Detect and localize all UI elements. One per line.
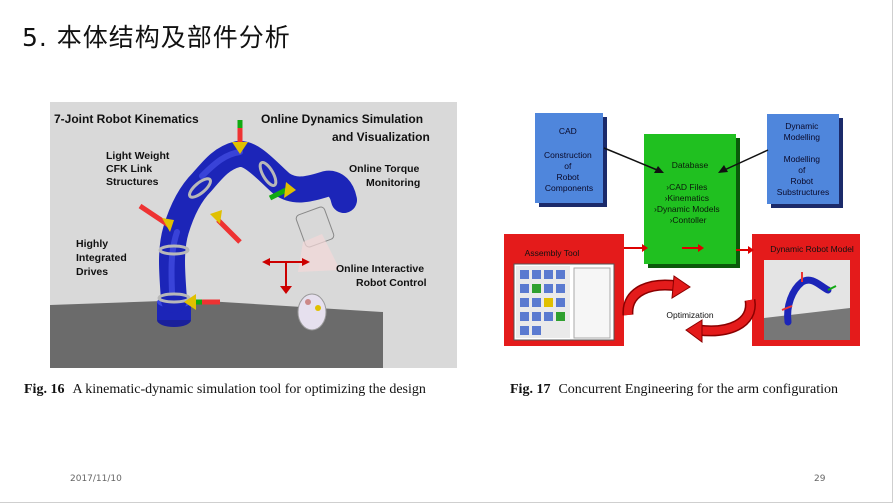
tool-object (297, 293, 327, 331)
floor-shape (50, 300, 383, 368)
db-item-3: ›Dynamic Models (654, 204, 720, 214)
label-drives-1: Highly (76, 238, 108, 250)
slide-title: 5. 本体结构及部件分析 (22, 23, 291, 52)
dyn-line-3: Modelling (784, 154, 821, 164)
dyn-line-2: Modelling (784, 132, 821, 142)
label-dynamics-1: Online Dynamics Simulation (261, 112, 423, 126)
coordinate-frame-elbow (210, 210, 242, 244)
cad-line-2: Construction (544, 150, 592, 160)
label-control-1: Online Interactive (336, 263, 424, 275)
fig17-caption-number: Fig. 17 (510, 382, 551, 397)
assembly-tool-box: Assembly Tool (504, 234, 624, 346)
assembly-tool-label: Assembly Tool (525, 248, 580, 258)
label-dynamics-2: and Visualization (332, 130, 430, 144)
fig17-caption: Fig. 17 Concurrent Engineering for the ar… (510, 382, 838, 398)
optimization-label: Optimization (666, 310, 714, 320)
svg-text:CAD Construction o: CAD Construction of Robot Components (544, 126, 594, 193)
fig16-image: 7-Joint Robot Kinematics Online Dynamics… (50, 102, 457, 368)
label-light-weight-2: CFK Link (106, 163, 152, 175)
dyn-line-6: Substructures (777, 187, 829, 197)
cad-line-4: Robot (556, 172, 579, 182)
label-control-2: Robot Control (356, 277, 427, 289)
fig16-caption: Fig. 16 A kinematic-dynamic simulation to… (24, 382, 426, 398)
label-light-weight-1: Light Weight (106, 150, 170, 162)
db-item-2: ›Kinematics (665, 193, 709, 203)
database-box: Database ›CAD Files ›Kinematics ›Dynamic… (644, 134, 740, 268)
label-light-weight-3: Structures (106, 176, 159, 188)
cad-line-1: CAD (559, 126, 577, 136)
cad-line-3: of (564, 161, 572, 171)
dyn-line-1: Dynamic (785, 121, 819, 131)
coordinate-frame-base (184, 294, 220, 310)
db-item-1: ›CAD Files (666, 182, 707, 192)
database-title: Database (672, 160, 709, 170)
fig16-caption-text: A kinematic-dynamic simulation tool for … (72, 382, 426, 397)
coordinate-frame-link (138, 203, 174, 232)
coordinate-frame-top (232, 120, 248, 154)
label-drives-2: Integrated (76, 252, 127, 264)
dynamic-robot-model-label: Dynamic Robot Model (770, 244, 854, 254)
target-frame (262, 258, 310, 294)
slide-page-number: 29 (814, 474, 826, 484)
label-torque-1: Online Torque (349, 163, 420, 175)
dynamic-robot-model-box: Dynamic Robot Model (752, 234, 860, 346)
slide-date: 2017/11/10 (70, 474, 122, 484)
optimization-cycle: Optimization (622, 275, 756, 343)
label-torque-2: Monitoring (366, 177, 420, 189)
svg-text:Dynamic Modelling: Dynamic Modelling Modelling of Robot Sub… (777, 121, 829, 197)
cad-box: CAD Construction of Robot Components (535, 113, 607, 207)
dynamic-modelling-box: Dynamic Modelling Modelling of Robot Sub… (767, 114, 843, 208)
dyn-line-5: Robot (790, 176, 813, 186)
db-item-4: ›Contoller (670, 215, 707, 225)
label-drives-3: Drives (76, 266, 108, 278)
coordinate-frame-wrist (268, 182, 296, 201)
fig17-image: CAD Construction of Robot Components Dyn… (504, 113, 860, 346)
fig17-caption-text: Concurrent Engineering for the arm confi… (558, 382, 838, 397)
label-kinematics: 7-Joint Robot Kinematics (54, 112, 199, 126)
fig16-caption-number: Fig. 16 (24, 382, 65, 397)
cad-line-5: Components (545, 183, 593, 193)
dyn-line-4: of (798, 165, 806, 175)
svg-text:›CAD Files ›Kinematics: ›CAD Files ›Kinematics ›Dynamic Models ›… (654, 182, 722, 225)
